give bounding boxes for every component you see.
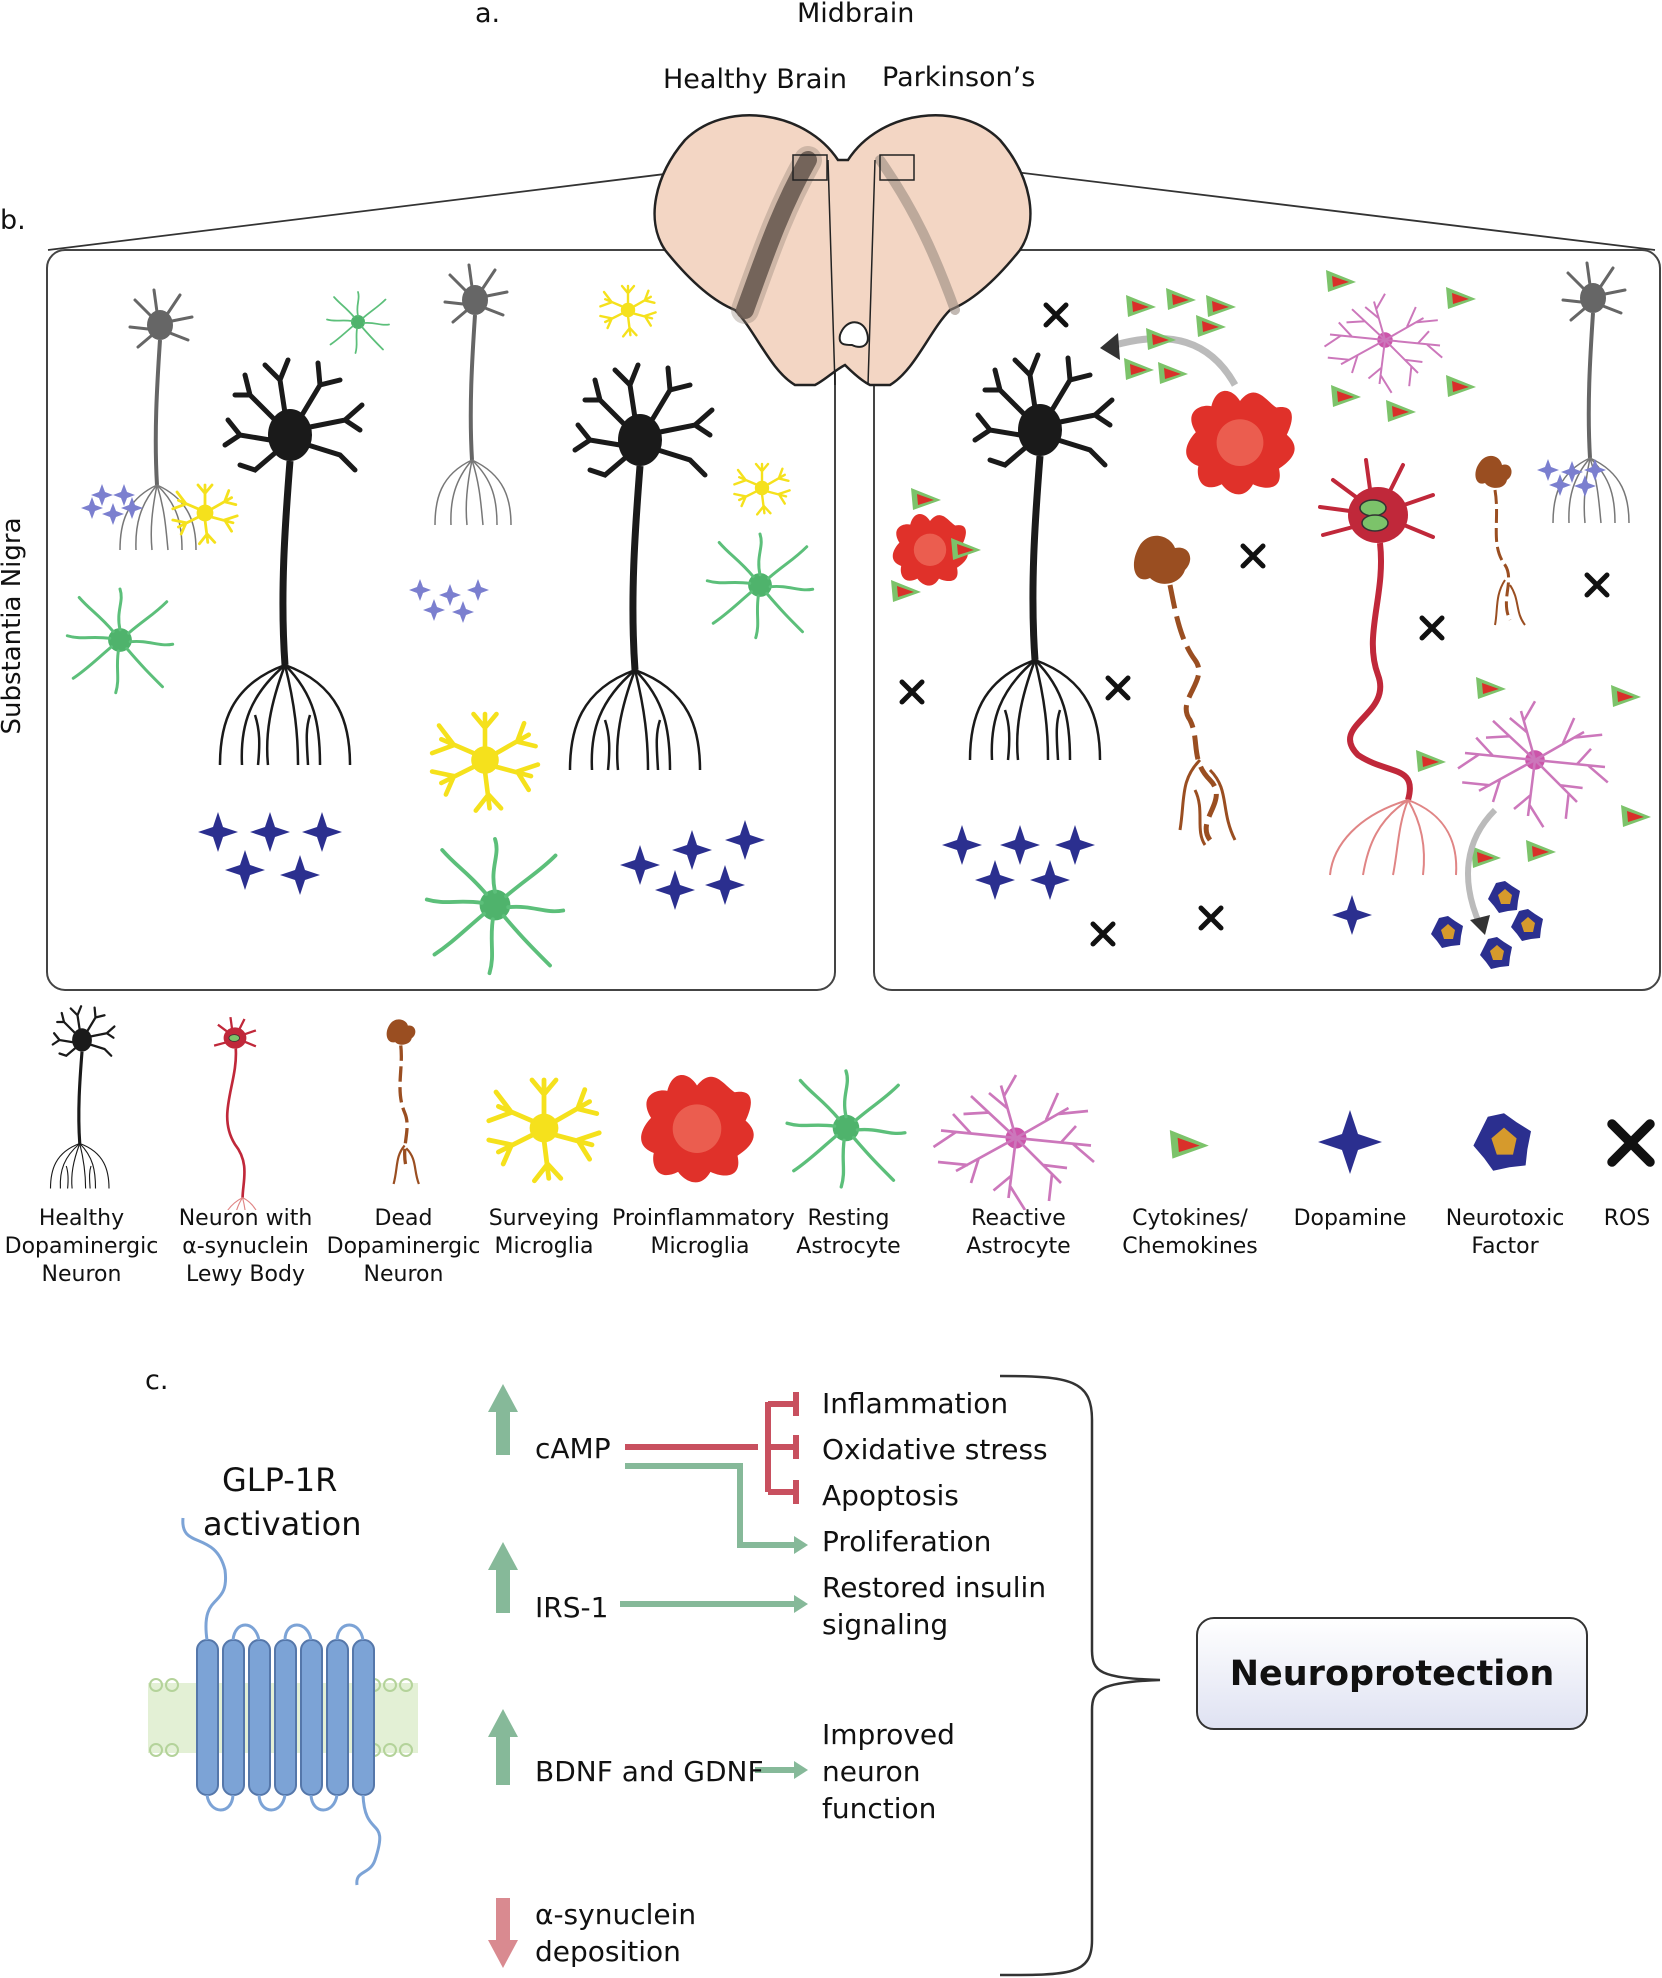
dead-neuron-icon	[386, 1019, 420, 1185]
cAMP-up-arrow	[488, 1384, 518, 1455]
oxidative-stress-label: Oxidative stress	[822, 1433, 1048, 1466]
lewy-body-neuron-icon	[213, 1016, 257, 1210]
inflammation-label: Inflammation	[822, 1387, 1009, 1420]
proliferation-label: Proliferation	[822, 1525, 992, 1558]
legend-reactive-astrocyte: Reactive Astrocyte	[966, 1206, 1071, 1259]
legend-icons	[48, 1004, 1662, 1210]
parkinsons-label: Parkinson’s	[882, 62, 1036, 93]
neuron-label-2: neuron	[822, 1755, 921, 1788]
panel-b-letter: b.	[0, 205, 26, 236]
healthy-neuron-icon	[48, 1004, 116, 1191]
midbrain-section	[653, 114, 1032, 387]
glp1r-pathway-diagram	[148, 1374, 1161, 1977]
legend-neurotoxic-factor: Neurotoxic Factor	[1445, 1206, 1565, 1259]
dead-neuron-small	[1475, 455, 1526, 626]
legend-proinflammatory-microglia: Proinflammatory Microglia	[612, 1206, 795, 1259]
legend-healthy-neuron: Healthy Dopaminergic Neuron	[4, 1206, 159, 1287]
legend-cytokines: Cytokines/ Chemokines	[1122, 1206, 1258, 1259]
legend-dead-neuron: Dead Dopaminergic Neuron	[326, 1206, 481, 1287]
legend-surveying-microglia: Surveying Microglia	[488, 1206, 600, 1259]
substantia-nigra-label: Substantia Nigra	[0, 517, 27, 735]
neuron-label-1: Improved	[822, 1718, 955, 1751]
glp1r-label-1: GLP-1R	[222, 1461, 338, 1499]
dead-neuron	[1133, 535, 1237, 846]
IRS1-up-arrow	[488, 1542, 518, 1613]
dopamine-star-icon	[1318, 1110, 1382, 1174]
lewy-neuron	[1318, 458, 1458, 876]
apoptosis-label: Apoptosis	[822, 1479, 959, 1512]
synuclein-label-2: deposition	[535, 1935, 681, 1968]
panel-c-letter: c.	[145, 1365, 169, 1396]
legend-resting-astrocyte: Resting Astrocyte	[796, 1206, 901, 1259]
legend-dopamine: Dopamine	[1293, 1206, 1407, 1231]
legend-ros: ROS	[1603, 1206, 1651, 1231]
glp1r-label-2: activation	[203, 1505, 362, 1543]
parkinsons-panel-cells	[891, 261, 1651, 969]
panel-a-letter: a.	[475, 0, 501, 29]
legend-lewy-neuron: Neuron with α-synuclein Lewy Body	[178, 1206, 313, 1287]
promote-arrows	[620, 1463, 795, 1773]
irs1-label: IRS-1	[535, 1591, 609, 1624]
reactive-astrocyte-icon	[932, 1073, 1096, 1210]
substantia-nigra-illustration	[46, 114, 1661, 991]
parkinsons-panel	[873, 249, 1661, 991]
neuron-label-3: function	[822, 1792, 937, 1825]
insulin-label-2: signaling	[822, 1608, 949, 1641]
midbrain-title: Midbrain	[797, 0, 915, 29]
resting-astrocyte-icon	[785, 1069, 907, 1189]
summary-brace	[999, 1374, 1161, 1977]
surveying-microglia-icon	[489, 1080, 599, 1181]
insulin-label-1: Restored insulin	[822, 1571, 1047, 1604]
bdnf-gdnf-label: BDNF and GDNF	[535, 1755, 764, 1788]
neurotoxic-factor-icon	[1473, 1113, 1531, 1171]
proinflammatory-microglia-icon	[641, 1075, 754, 1183]
inhibit-arrows	[625, 1392, 799, 1504]
cytokine-icon	[1169, 1130, 1209, 1159]
ros-cross-icon	[1612, 1124, 1650, 1162]
camp-label: cAMP	[535, 1432, 611, 1465]
receptor-helices	[196, 1639, 375, 1796]
neuroprotection-box: Neuroprotection	[1196, 1617, 1588, 1730]
healthy-brain-label: Healthy Brain	[663, 64, 848, 95]
BDNF-up-arrow	[488, 1709, 518, 1785]
synuclein-down-arrow	[488, 1898, 518, 1968]
synuclein-label-1: α-synuclein	[535, 1898, 697, 1931]
